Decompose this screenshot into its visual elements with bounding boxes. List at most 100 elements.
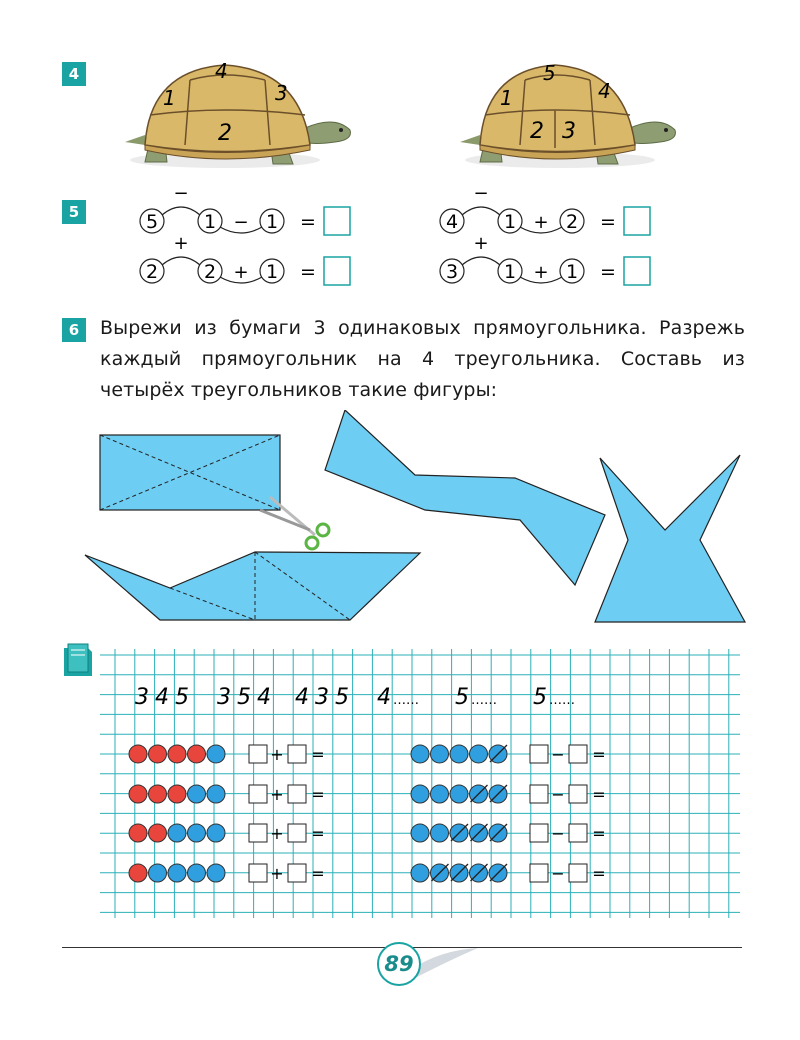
equals-sign: = bbox=[311, 785, 324, 804]
answer-box[interactable] bbox=[568, 823, 588, 843]
strike-mark bbox=[450, 863, 469, 882]
plus-sign: + bbox=[270, 824, 283, 843]
equals-sign: = bbox=[600, 211, 616, 233]
counter-dot bbox=[206, 744, 226, 764]
strike-mark bbox=[489, 784, 508, 803]
answer-box[interactable] bbox=[287, 784, 307, 804]
page-number: 89 bbox=[377, 942, 421, 986]
counter-dot bbox=[167, 823, 187, 843]
counter-dot bbox=[449, 744, 469, 764]
turtle2-num-3: 3 bbox=[562, 119, 576, 144]
strike-mark bbox=[489, 823, 508, 842]
answer-box[interactable] bbox=[623, 256, 651, 286]
turtle1-num-4: 4 bbox=[215, 59, 228, 83]
number-circle bbox=[259, 258, 285, 284]
sequence-number: 345 bbox=[135, 685, 195, 710]
number-circle-value: 3 bbox=[446, 261, 458, 283]
answer-box[interactable] bbox=[623, 206, 651, 236]
strike-mark bbox=[470, 823, 488, 842]
answer-box[interactable] bbox=[248, 823, 268, 843]
answer-box[interactable] bbox=[529, 784, 549, 804]
sequence-dots: …… bbox=[471, 693, 497, 708]
counter-dot bbox=[187, 863, 206, 883]
counter-dot bbox=[410, 823, 430, 843]
answer-box[interactable] bbox=[568, 744, 588, 764]
task-6-number: 6 bbox=[62, 318, 86, 342]
turtle1-num-2: 2 bbox=[218, 121, 232, 146]
answer-box[interactable] bbox=[568, 784, 588, 804]
counter-dot bbox=[128, 744, 148, 764]
operator-2: + bbox=[233, 262, 248, 283]
strike-mark bbox=[470, 863, 488, 882]
minus-sign: − bbox=[551, 824, 564, 843]
counter-dot bbox=[128, 863, 148, 883]
answer-box[interactable] bbox=[529, 863, 549, 883]
minus-sign: − bbox=[551, 745, 564, 764]
counter-dot bbox=[469, 744, 488, 764]
equals-sign: = bbox=[592, 745, 605, 764]
counter-dot bbox=[167, 784, 187, 804]
strike-mark bbox=[431, 863, 449, 882]
number-circle-value: 1 bbox=[504, 211, 516, 233]
paper-shapes-figure bbox=[84, 410, 747, 623]
number-circle-value: 1 bbox=[566, 261, 578, 283]
left-exercise-row: += bbox=[128, 744, 325, 764]
equals-sign: = bbox=[311, 864, 324, 883]
turtle2-num-1: 1 bbox=[500, 86, 513, 110]
turtle1-num-3: 3 bbox=[275, 81, 288, 105]
counter-dot bbox=[206, 823, 226, 843]
equals-sign: = bbox=[300, 211, 316, 233]
number-circle bbox=[197, 258, 223, 284]
operator-1: + bbox=[173, 233, 188, 254]
answer-box[interactable] bbox=[287, 823, 307, 843]
counter-dot bbox=[148, 823, 167, 843]
answer-box[interactable] bbox=[568, 863, 588, 883]
left-exercise-row: += bbox=[128, 863, 325, 883]
number-circle-value: 4 bbox=[446, 211, 458, 233]
counter-dot bbox=[167, 744, 187, 764]
counter-dot bbox=[410, 863, 430, 883]
operator-1: − bbox=[173, 185, 188, 204]
answer-box[interactable] bbox=[323, 206, 351, 236]
turtle2-num-4: 4 bbox=[598, 79, 611, 103]
counter-dot bbox=[148, 744, 167, 764]
equals-sign: = bbox=[600, 261, 616, 283]
counter-dot bbox=[449, 784, 469, 804]
answer-box[interactable] bbox=[248, 744, 268, 764]
number-circle-value: 1 bbox=[504, 261, 516, 283]
right-exercise-row: −= bbox=[410, 823, 606, 843]
answer-box[interactable] bbox=[323, 256, 351, 286]
minus-sign: − bbox=[551, 864, 564, 883]
number-circle-value: 2 bbox=[566, 211, 578, 233]
strike-mark bbox=[450, 823, 469, 842]
answer-box[interactable] bbox=[248, 863, 268, 883]
counter-dot bbox=[148, 863, 167, 883]
left-exercise-row: += bbox=[128, 823, 325, 843]
number-circle-value: 1 bbox=[204, 211, 216, 233]
cut-rectangle bbox=[99, 434, 281, 511]
plus-sign: + bbox=[270, 864, 283, 883]
counter-dot bbox=[167, 863, 187, 883]
answer-box[interactable] bbox=[287, 863, 307, 883]
answer-box[interactable] bbox=[529, 823, 549, 843]
number-circle bbox=[559, 258, 585, 284]
number-circle-value: 1 bbox=[266, 261, 278, 283]
turtle-illustration-2: 5 1 4 2 3 bbox=[460, 61, 676, 168]
turtle2-num-2: 2 bbox=[530, 119, 544, 144]
equals-sign: = bbox=[592, 785, 605, 804]
number-circle bbox=[197, 208, 223, 234]
sequence-dots: …… bbox=[549, 693, 575, 708]
answer-box[interactable] bbox=[287, 744, 307, 764]
answer-box[interactable] bbox=[529, 744, 549, 764]
counter-dot bbox=[410, 784, 430, 804]
number-circle bbox=[439, 208, 465, 234]
counter-dot bbox=[187, 823, 206, 843]
plus-sign: + bbox=[270, 785, 283, 804]
answer-box[interactable] bbox=[248, 784, 268, 804]
equals-sign: = bbox=[311, 745, 324, 764]
task-4-number: 4 bbox=[62, 62, 86, 86]
